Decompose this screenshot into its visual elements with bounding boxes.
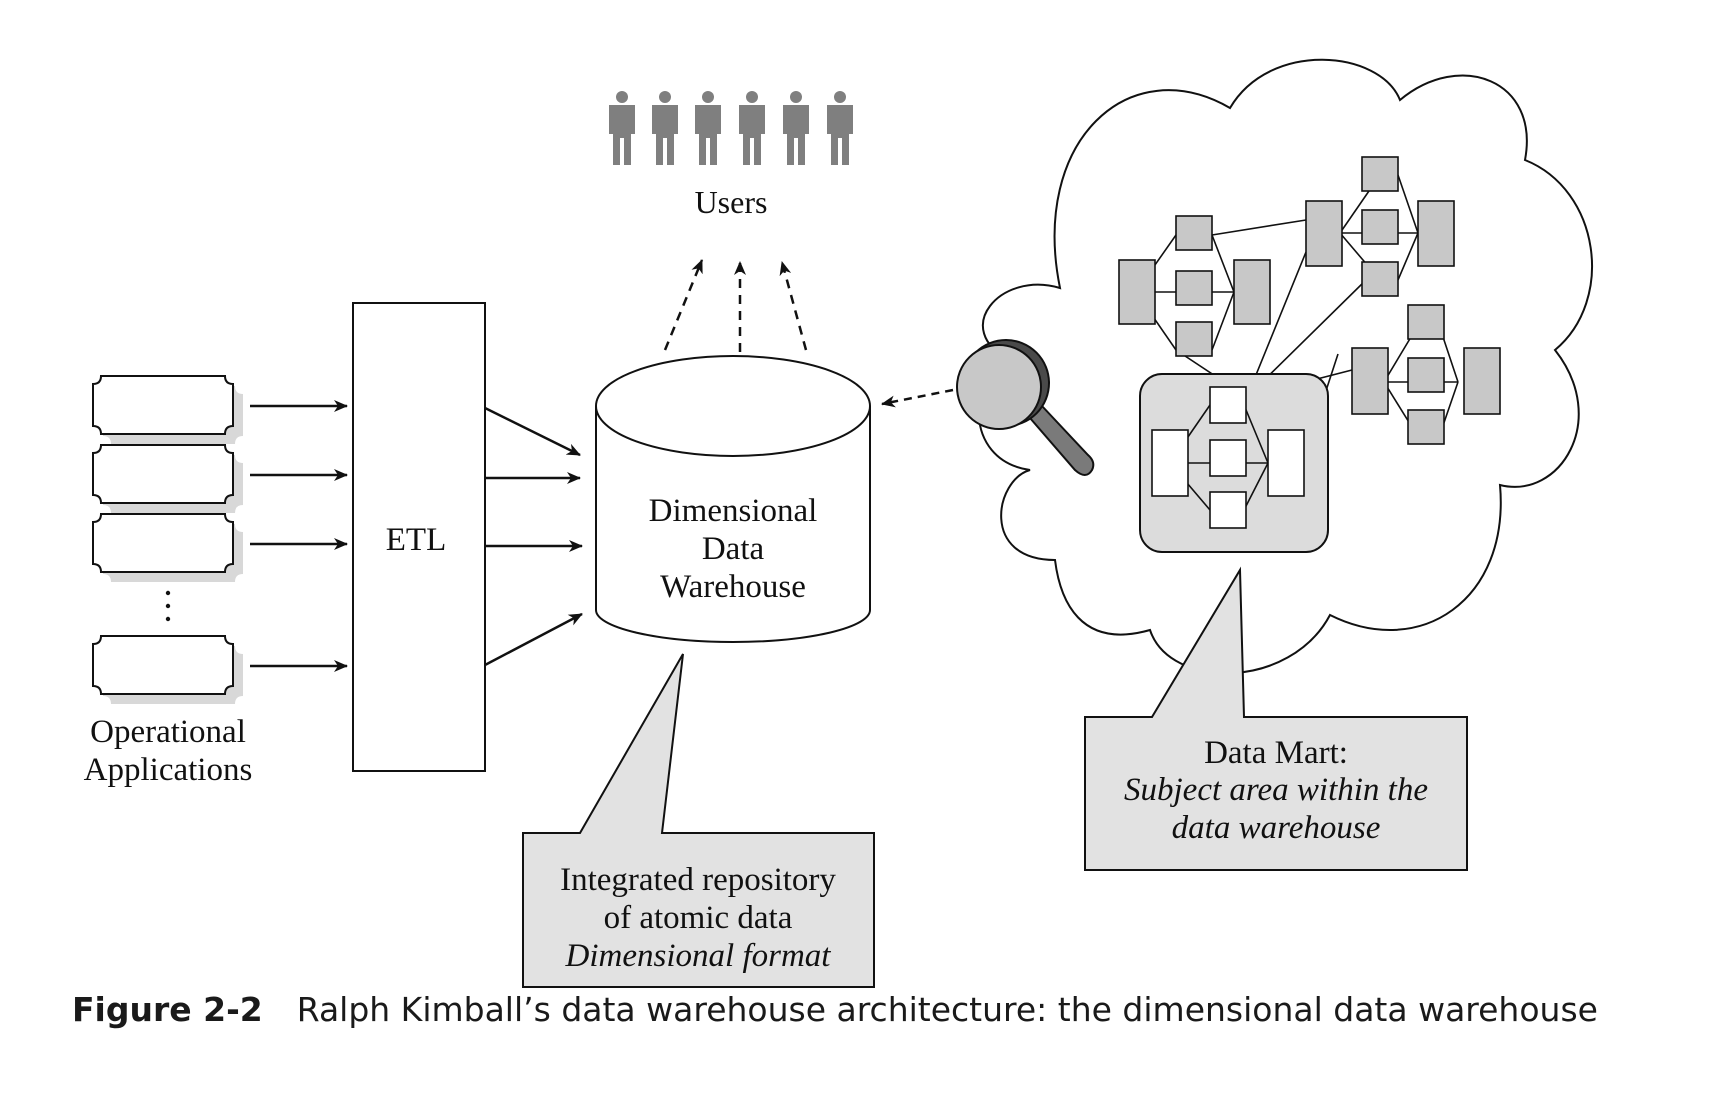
- user-icon: [739, 91, 765, 165]
- mart-callout-line2: Subject area within the: [1124, 772, 1428, 808]
- mart-entity-box: [1267, 429, 1305, 497]
- data-mart-highlight: [1139, 373, 1329, 553]
- magnifying-glass-icon: [956, 339, 1095, 476]
- mart-entity-box: [1151, 429, 1189, 497]
- entity-boxes: [1118, 156, 1501, 445]
- repo-callout-line1: Integrated repository: [560, 862, 836, 898]
- figure-caption: Figure 2-2 Ralph Kimball’s data warehouse…: [72, 990, 1598, 1029]
- mart-callout-line1: Data Mart:: [1204, 735, 1348, 771]
- application-box: [92, 513, 234, 573]
- users-group: Users: [609, 91, 853, 220]
- mart-entity-box: [1209, 439, 1247, 477]
- application-box: [92, 444, 234, 504]
- operational-applications: Operational Applications: [84, 375, 253, 788]
- users-label: Users: [695, 184, 768, 220]
- figure-caption-text: Ralph Kimball’s data warehouse architect…: [296, 990, 1598, 1029]
- mart-entity-box: [1209, 386, 1247, 424]
- dimensional-data-warehouse: Dimensional Data Warehouse: [595, 355, 871, 643]
- mart-callout-line3: data warehouse: [1172, 810, 1381, 846]
- warehouse-label-line2: Data: [702, 531, 765, 567]
- apps-to-etl-arrows: [250, 400, 348, 672]
- user-icon: [652, 91, 678, 165]
- application-box: [92, 375, 234, 435]
- warehouse-label-line1: Dimensional: [649, 493, 818, 529]
- ellipsis-dots: [165, 590, 171, 622]
- user-icon: [827, 91, 853, 165]
- user-icon: [783, 91, 809, 165]
- repo-callout-line2: of atomic data: [604, 900, 793, 936]
- operational-label-line1: Operational: [90, 714, 246, 750]
- user-icon: [695, 91, 721, 165]
- user-icon: [609, 91, 635, 165]
- warehouse-to-users-arrows: [663, 259, 808, 352]
- etl-to-warehouse-arrows: [484, 406, 583, 667]
- repo-callout-line3: Dimensional format: [565, 938, 832, 974]
- etl-label: ETL: [386, 522, 446, 558]
- operational-label-line2: Applications: [84, 752, 253, 788]
- etl-box: ETL: [352, 302, 486, 772]
- figure-number: Figure 2-2: [72, 990, 263, 1029]
- warehouse-label-line3: Warehouse: [660, 569, 806, 605]
- mart-entity-box: [1209, 491, 1247, 529]
- repository-callout: Integrated repository of atomic data Dim…: [522, 653, 875, 988]
- data-mart-callout: Data Mart: Subject area within the data …: [1084, 566, 1468, 871]
- application-box: [92, 635, 234, 695]
- mart-to-warehouse-arrow: [881, 388, 954, 408]
